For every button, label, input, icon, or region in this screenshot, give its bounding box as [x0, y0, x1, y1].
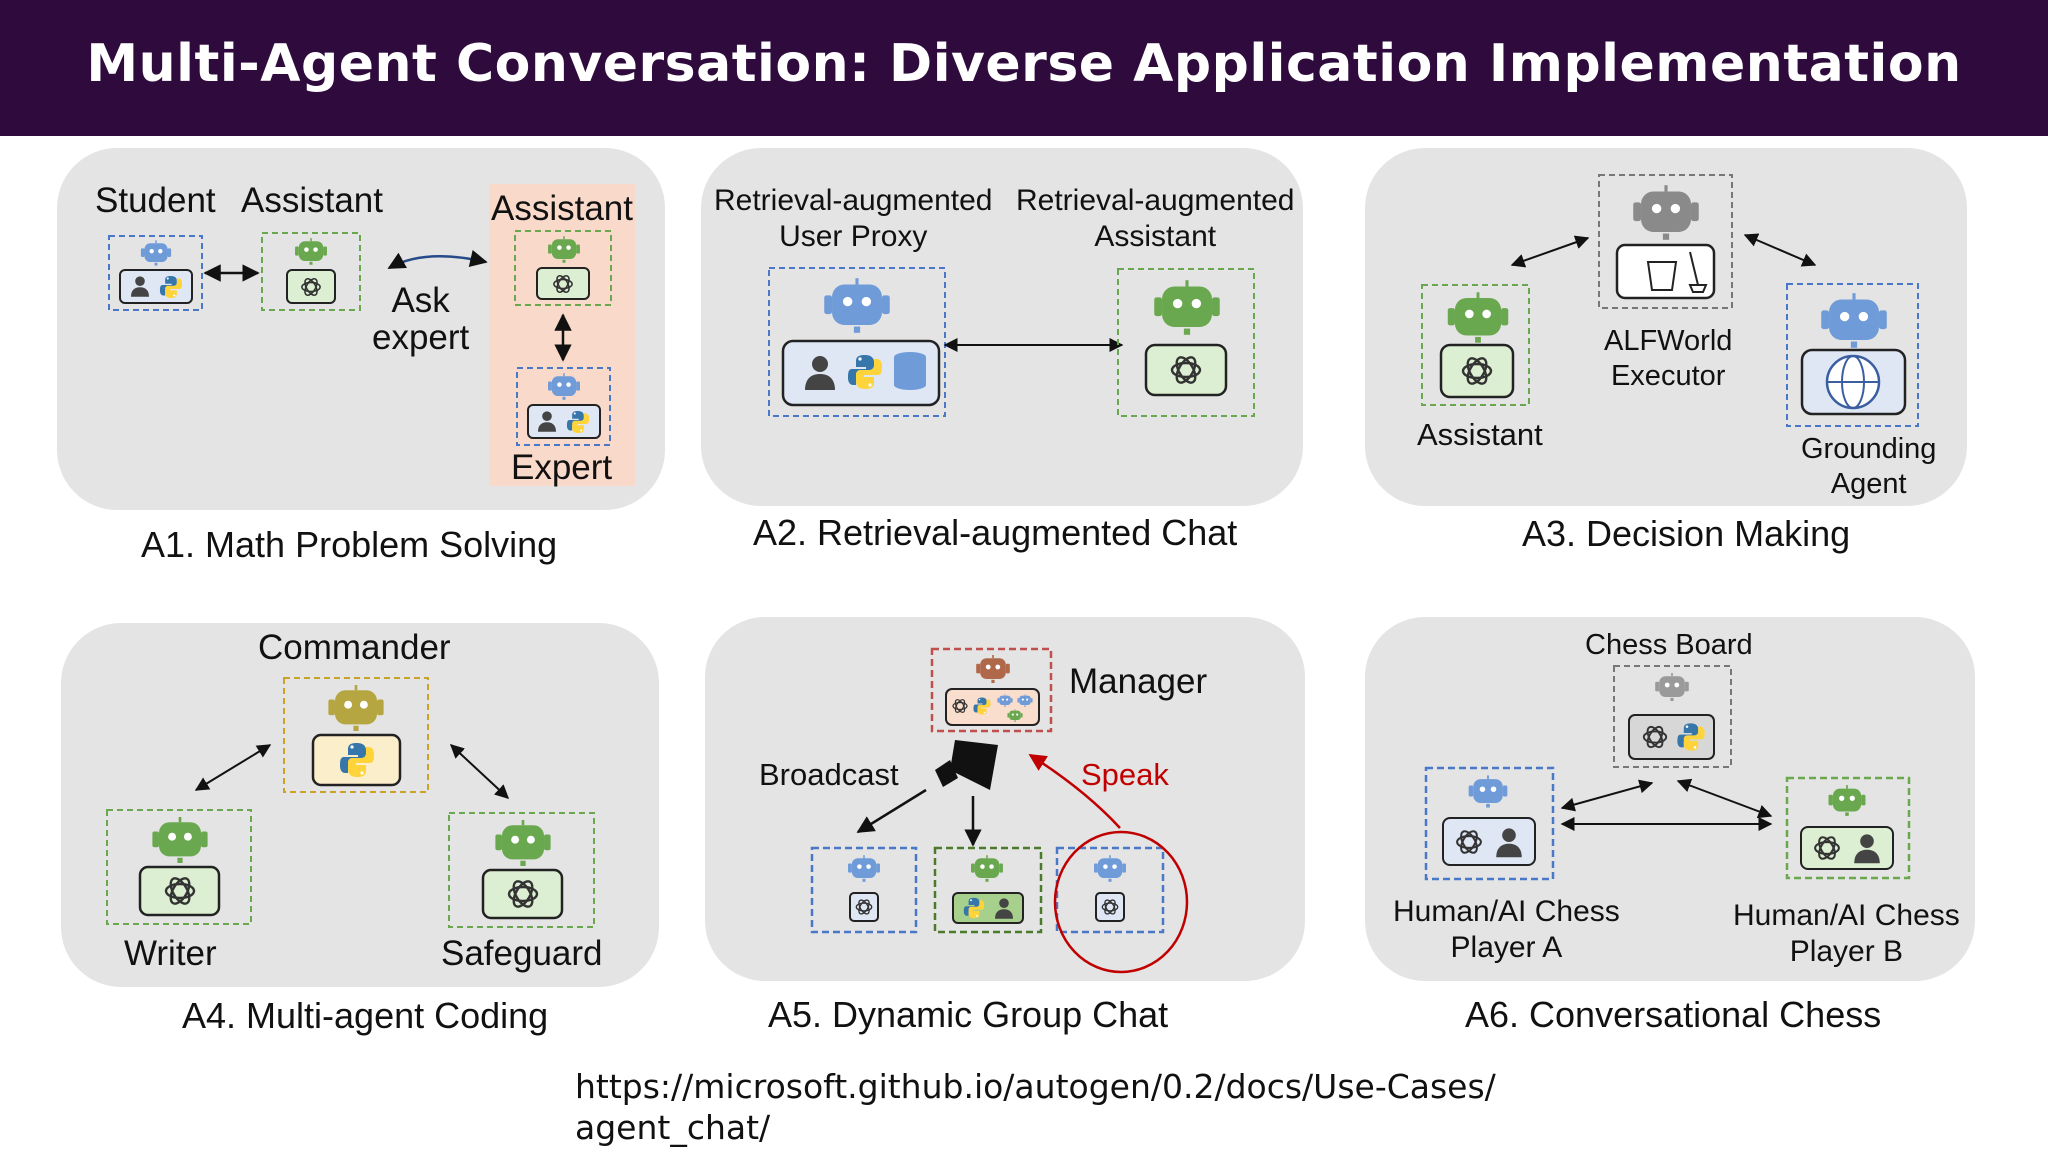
label-writer: Writer [124, 934, 217, 973]
assistant2-agent-a1 [514, 230, 612, 306]
caption-a1: A1. Math Problem Solving [141, 524, 558, 565]
source-url[interactable]: https://microsoft.github.io/autogen/0.2/… [575, 1067, 1496, 1148]
label-speak: Speak [1081, 757, 1169, 792]
label-grounding-agent: Grounding Agent [1801, 433, 1937, 500]
label-expert: Expert [511, 448, 613, 487]
label-broadcast: Broadcast [759, 757, 899, 792]
player-a-agent [1424, 766, 1555, 881]
safeguard-agent [448, 812, 595, 928]
label-ask-expert: Ask expert [372, 281, 470, 357]
alfworld-executor [1598, 174, 1733, 309]
group-member-3 [1055, 846, 1165, 934]
group-member-1 [810, 846, 918, 934]
player-b-agent [1785, 776, 1911, 880]
label-student: Student [95, 181, 216, 220]
label-chess-board: Chess Board [1585, 629, 1753, 661]
label-player-a: Human/AI Chess Player A [1393, 895, 1620, 964]
assistant-agent-a3 [1421, 284, 1530, 406]
student-agent [108, 235, 203, 311]
label-player-b: Human/AI Chess Player B [1733, 899, 1960, 968]
rag-user-proxy-agent [768, 267, 946, 417]
expert-agent [516, 367, 611, 446]
rag-assistant-agent [1117, 268, 1255, 417]
speaker-highlight-circle [1053, 830, 1189, 974]
title-banner: Multi-Agent Conversation: Diverse Applic… [0, 0, 2048, 136]
caption-a4: A4. Multi-agent Coding [182, 995, 549, 1036]
grounding-agent [1786, 283, 1919, 427]
panel-a2 [701, 148, 1303, 506]
label-manager: Manager [1069, 662, 1208, 701]
page-title: Multi-Agent Conversation: Diverse Applic… [86, 34, 1962, 94]
label-assistant2-a1: Assistant [491, 189, 633, 228]
label-alfworld-executor: ALFWorld Executor [1604, 325, 1733, 392]
manager-agent [930, 647, 1053, 733]
label-rag-assistant: Retrieval-augmented Assistant [1016, 184, 1295, 253]
assistant-agent-a1 [261, 232, 361, 311]
label-commander: Commander [258, 628, 451, 667]
caption-a6: A6. Conversational Chess [1465, 994, 1882, 1035]
group-member-2 [933, 846, 1043, 934]
commander-agent [283, 677, 429, 793]
caption-a2: A2. Retrieval-augmented Chat [753, 512, 1238, 553]
caption-a5: A5. Dynamic Group Chat [768, 994, 1169, 1035]
label-assistant-a3: Assistant [1417, 417, 1543, 452]
chess-board-agent [1613, 665, 1732, 768]
caption-a3: A3. Decision Making [1522, 513, 1851, 554]
label-safeguard: Safeguard [441, 934, 603, 973]
megaphone-icon [935, 740, 998, 790]
writer-agent [106, 809, 252, 925]
label-assistant-a1: Assistant [241, 181, 383, 220]
label-rag-user-proxy: Retrieval-augmented User Proxy [714, 184, 993, 253]
